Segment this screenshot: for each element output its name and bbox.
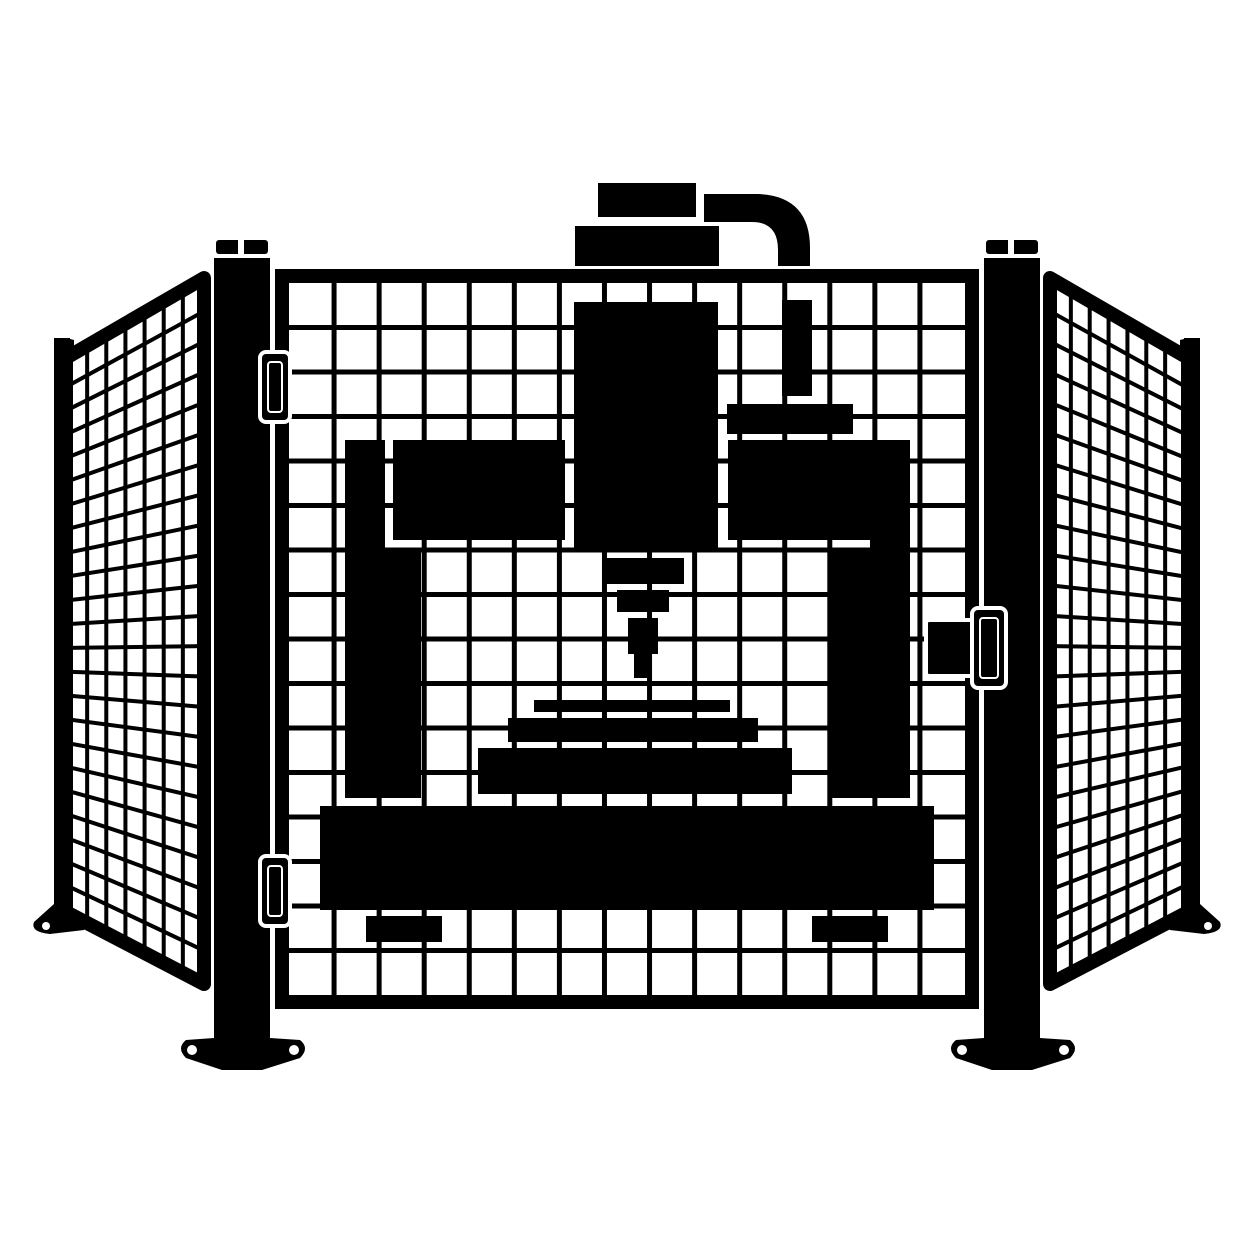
cnc-machine	[320, 300, 934, 942]
mesh-wire	[1052, 310, 1184, 388]
door-hinge-bottom	[258, 854, 292, 928]
right-panel-foot	[1166, 904, 1221, 934]
front-mesh-door	[275, 269, 979, 1009]
right-side-panel	[1043, 271, 1200, 991]
coolant-hose	[704, 194, 810, 266]
mesh-wire	[68, 884, 202, 952]
mesh-wire	[1052, 371, 1184, 436]
mesh-wire	[1052, 836, 1184, 891]
mesh-wire	[68, 583, 202, 603]
mesh-wire	[68, 492, 202, 531]
mesh-wire	[68, 462, 202, 507]
mesh-wire	[1052, 522, 1184, 555]
mesh-wire	[68, 788, 202, 831]
mesh-wire	[68, 836, 202, 891]
machine-left-housing	[393, 440, 565, 540]
left-panel-foot	[33, 904, 88, 934]
mesh-wire	[68, 693, 202, 709]
mesh-wire	[1052, 401, 1184, 460]
mesh-wire	[68, 741, 202, 770]
mesh-wire	[1052, 860, 1184, 922]
mesh-wire	[1052, 462, 1184, 507]
mesh-wire	[1052, 765, 1184, 800]
mesh-wire	[68, 860, 202, 922]
mesh-wire	[1052, 812, 1184, 861]
mesh-wire	[68, 644, 202, 650]
left-post-base-plate	[181, 1030, 305, 1070]
mesh-wire	[1052, 741, 1184, 770]
spindle-collar	[604, 558, 684, 584]
door-hinge-top	[258, 350, 292, 424]
right-post-base-plate	[951, 1030, 1075, 1070]
mesh-wire	[68, 553, 202, 579]
mesh-wire	[1052, 884, 1184, 952]
mesh-wire	[1052, 613, 1184, 627]
mesh-wire	[68, 401, 202, 460]
mesh-wire	[1052, 693, 1184, 709]
mesh-wire	[68, 431, 202, 484]
mesh-wire	[1052, 583, 1184, 603]
left-side-panel	[54, 271, 211, 991]
mesh-wire	[1052, 644, 1184, 650]
mesh-wire	[68, 371, 202, 436]
mesh-wire	[68, 340, 202, 412]
spindle-motor	[575, 183, 810, 266]
machine-right-housing	[728, 440, 870, 540]
mesh-wire	[68, 669, 202, 679]
mesh-wire	[1052, 788, 1184, 831]
mesh-wire	[1052, 492, 1184, 531]
mesh-wire	[68, 522, 202, 555]
machine-base	[320, 806, 934, 910]
mesh-wire	[68, 717, 202, 740]
mesh-wire	[1052, 553, 1184, 579]
mesh-wire	[1052, 669, 1184, 679]
mesh-wire	[1052, 431, 1184, 484]
mesh-wire	[1052, 717, 1184, 740]
door-latch	[924, 606, 1008, 690]
mesh-wire	[68, 812, 202, 861]
mesh-wire	[68, 310, 202, 388]
mesh-wire	[1052, 340, 1184, 412]
mesh-wire	[68, 613, 202, 627]
workpiece	[534, 700, 730, 712]
mesh-wire	[68, 765, 202, 800]
